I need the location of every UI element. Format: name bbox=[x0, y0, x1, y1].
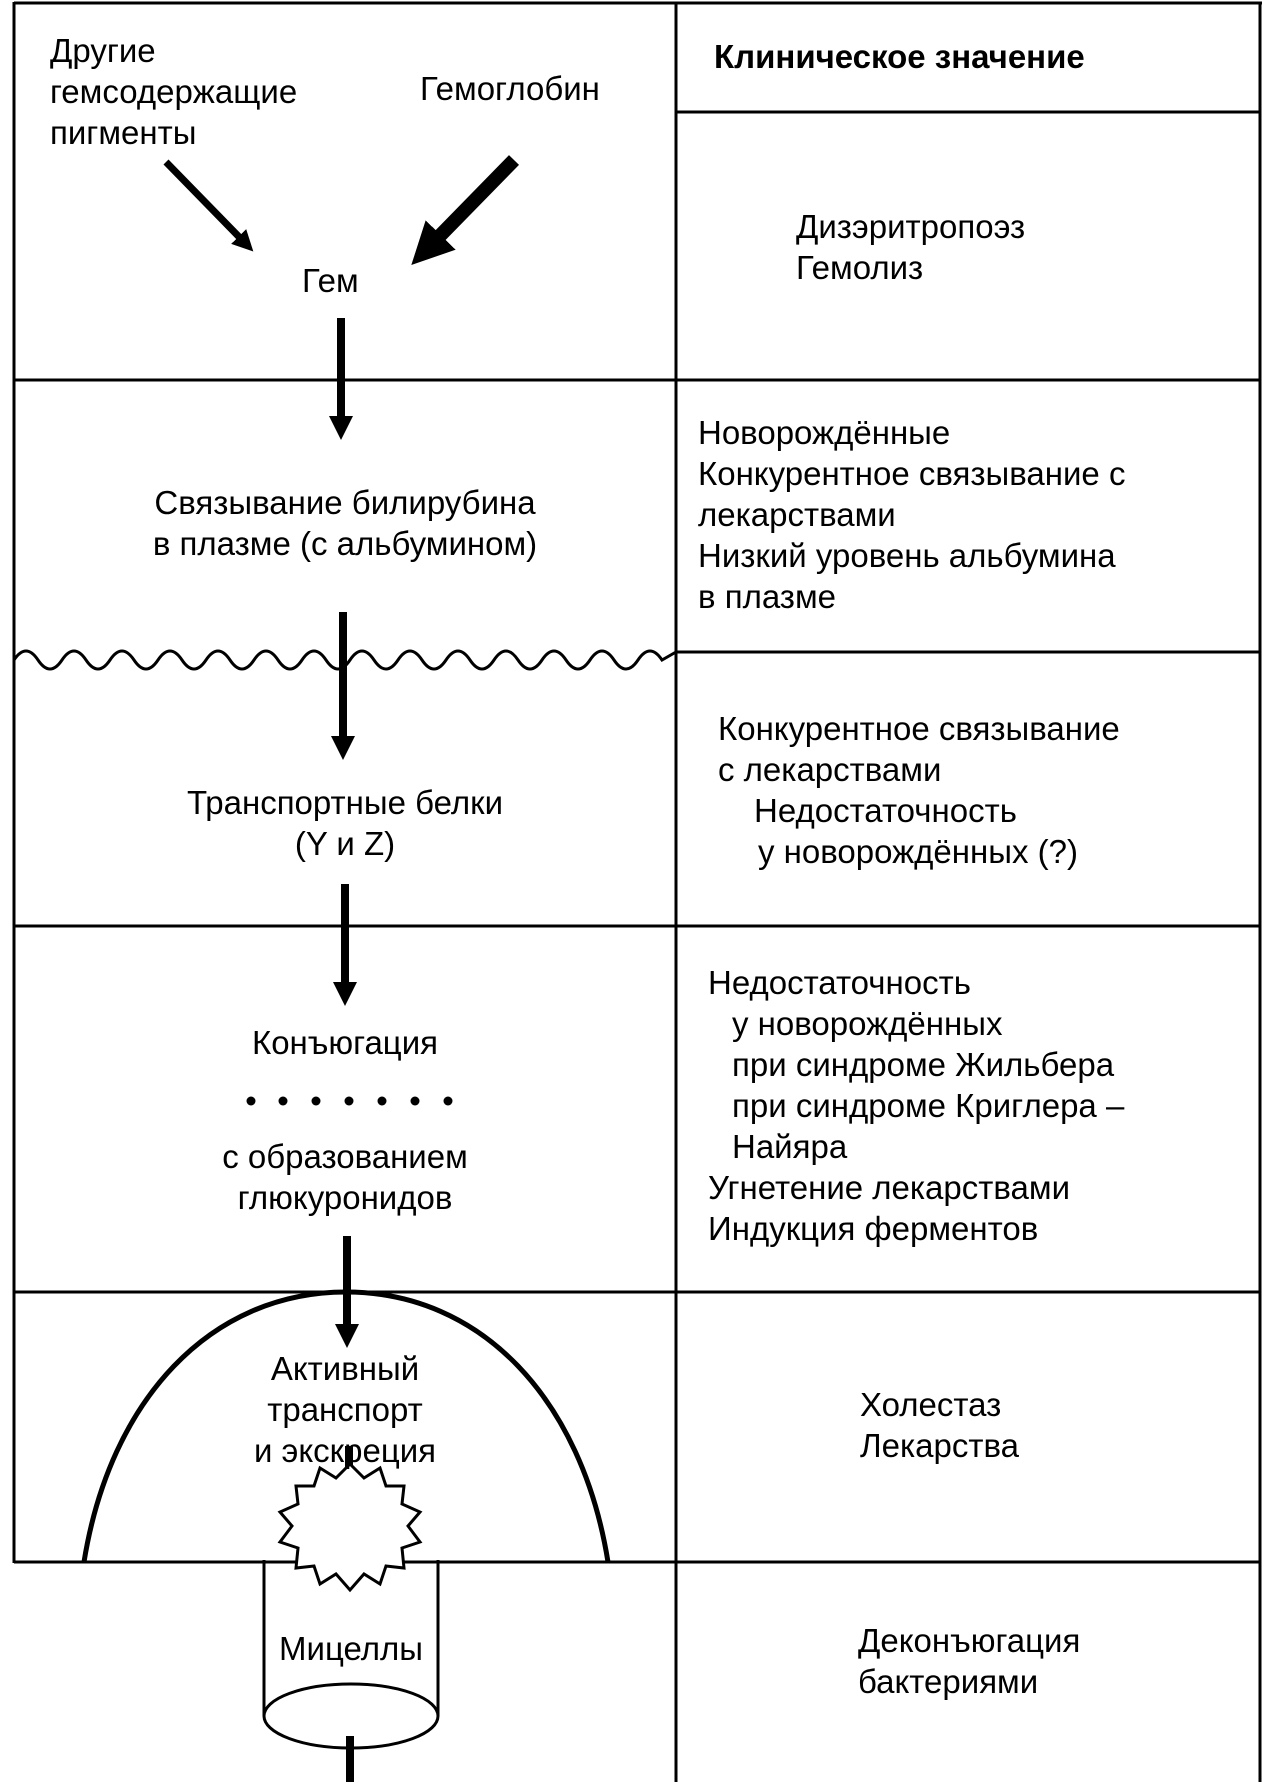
clinical-row-3: Конкурентное связывание с лекарствами Не… bbox=[718, 710, 1120, 870]
micelles-label: Мицеллы bbox=[279, 1630, 423, 1667]
arrow-pigments-to-heme bbox=[163, 159, 254, 252]
transport-proteins-label: Транспортные белки (Y и Z) bbox=[186, 784, 504, 862]
plasma-binding-label: Связывание билирубина в плазме (с альбум… bbox=[152, 484, 538, 562]
clinical-row-2: Новорождённые Конкурентное связывание с … bbox=[698, 414, 1126, 615]
clinical-row-5: Холестаз Лекарства bbox=[860, 1386, 1020, 1464]
clinical-row-1: Дизэритропоэз Гемолиз bbox=[796, 208, 1026, 286]
hepatocyte-dome bbox=[81, 1289, 611, 1563]
active-transport-label: Активный транспорт и экскреция bbox=[253, 1350, 437, 1469]
conjugation-label: Конъюгация bbox=[251, 1024, 439, 1061]
table-frame bbox=[12, 1, 1262, 1782]
micelles-cylinder bbox=[262, 1560, 440, 1750]
heme-label: Гем bbox=[302, 262, 359, 299]
clinical-header: Клиническое значение bbox=[714, 38, 1085, 75]
clinical-row-6: Деконъюгация бактериями bbox=[858, 1622, 1081, 1700]
canalicular-starburst bbox=[277, 1461, 423, 1593]
arrow-hemoglobin-to-heme bbox=[411, 155, 520, 266]
glucuronides-label: с образованием глюкуронидов bbox=[222, 1138, 468, 1216]
dotted-separator bbox=[246, 1096, 453, 1106]
other-pigments-label: Другие гемсодержащие пигменты bbox=[50, 32, 298, 151]
hemoglobin-label: Гемоглобин bbox=[420, 70, 600, 107]
clinical-row-4: Недостаточность у новорождённых при синд… bbox=[708, 964, 1125, 1247]
